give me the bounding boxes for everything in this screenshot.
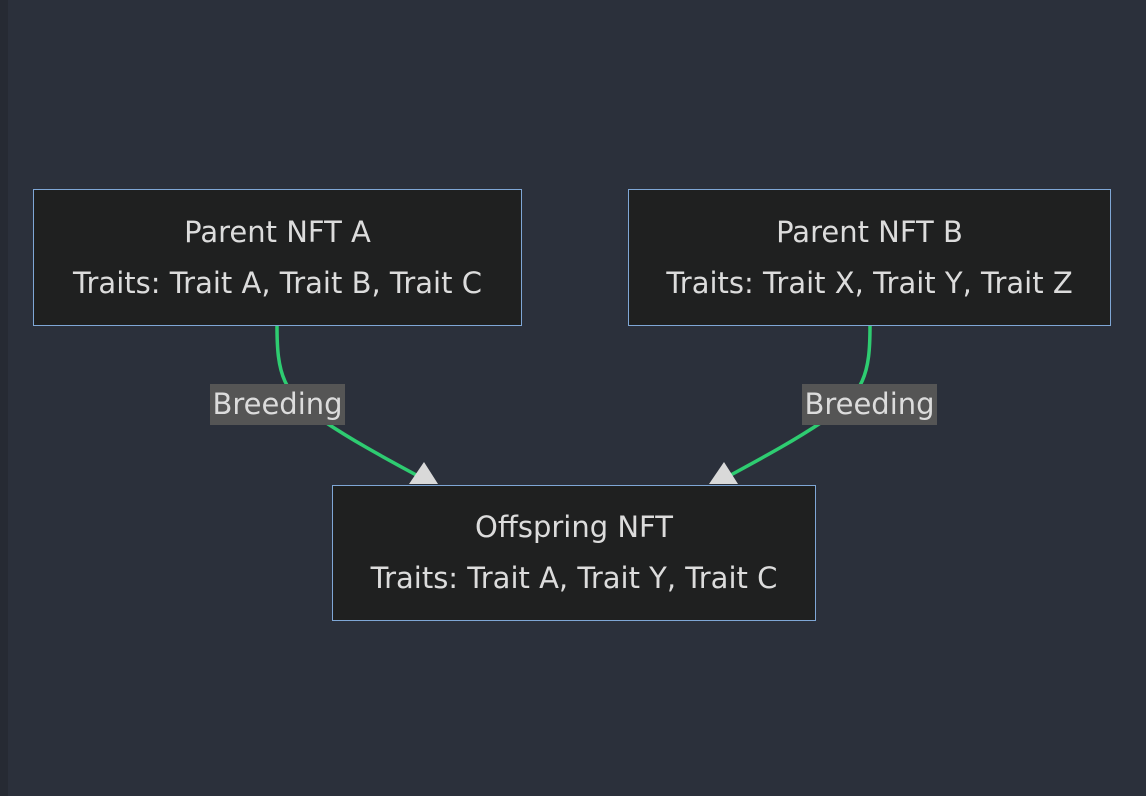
arrowhead-left <box>409 462 438 484</box>
node-traits: Traits: Trait A, Trait Y, Trait C <box>370 561 778 595</box>
node-parent-nft-a[interactable]: Parent NFT A Traits: Trait A, Trait B, T… <box>33 189 522 326</box>
node-title: Offspring NFT <box>475 510 673 544</box>
node-title: Parent NFT A <box>184 214 371 249</box>
edge-label-breeding-right: Breeding <box>802 384 937 425</box>
node-traits: Traits: Trait X, Trait Y, Trait Z <box>666 265 1073 300</box>
node-parent-nft-b[interactable]: Parent NFT B Traits: Trait X, Trait Y, T… <box>628 189 1111 326</box>
node-title: Parent NFT B <box>776 214 963 249</box>
arrowhead-right <box>709 462 738 484</box>
node-traits: Traits: Trait A, Trait B, Trait C <box>73 265 482 300</box>
edge-label-breeding-left: Breeding <box>210 384 345 425</box>
node-offspring-nft[interactable]: Offspring NFT Traits: Trait A, Trait Y, … <box>332 485 816 621</box>
left-edge-strip <box>0 0 8 796</box>
